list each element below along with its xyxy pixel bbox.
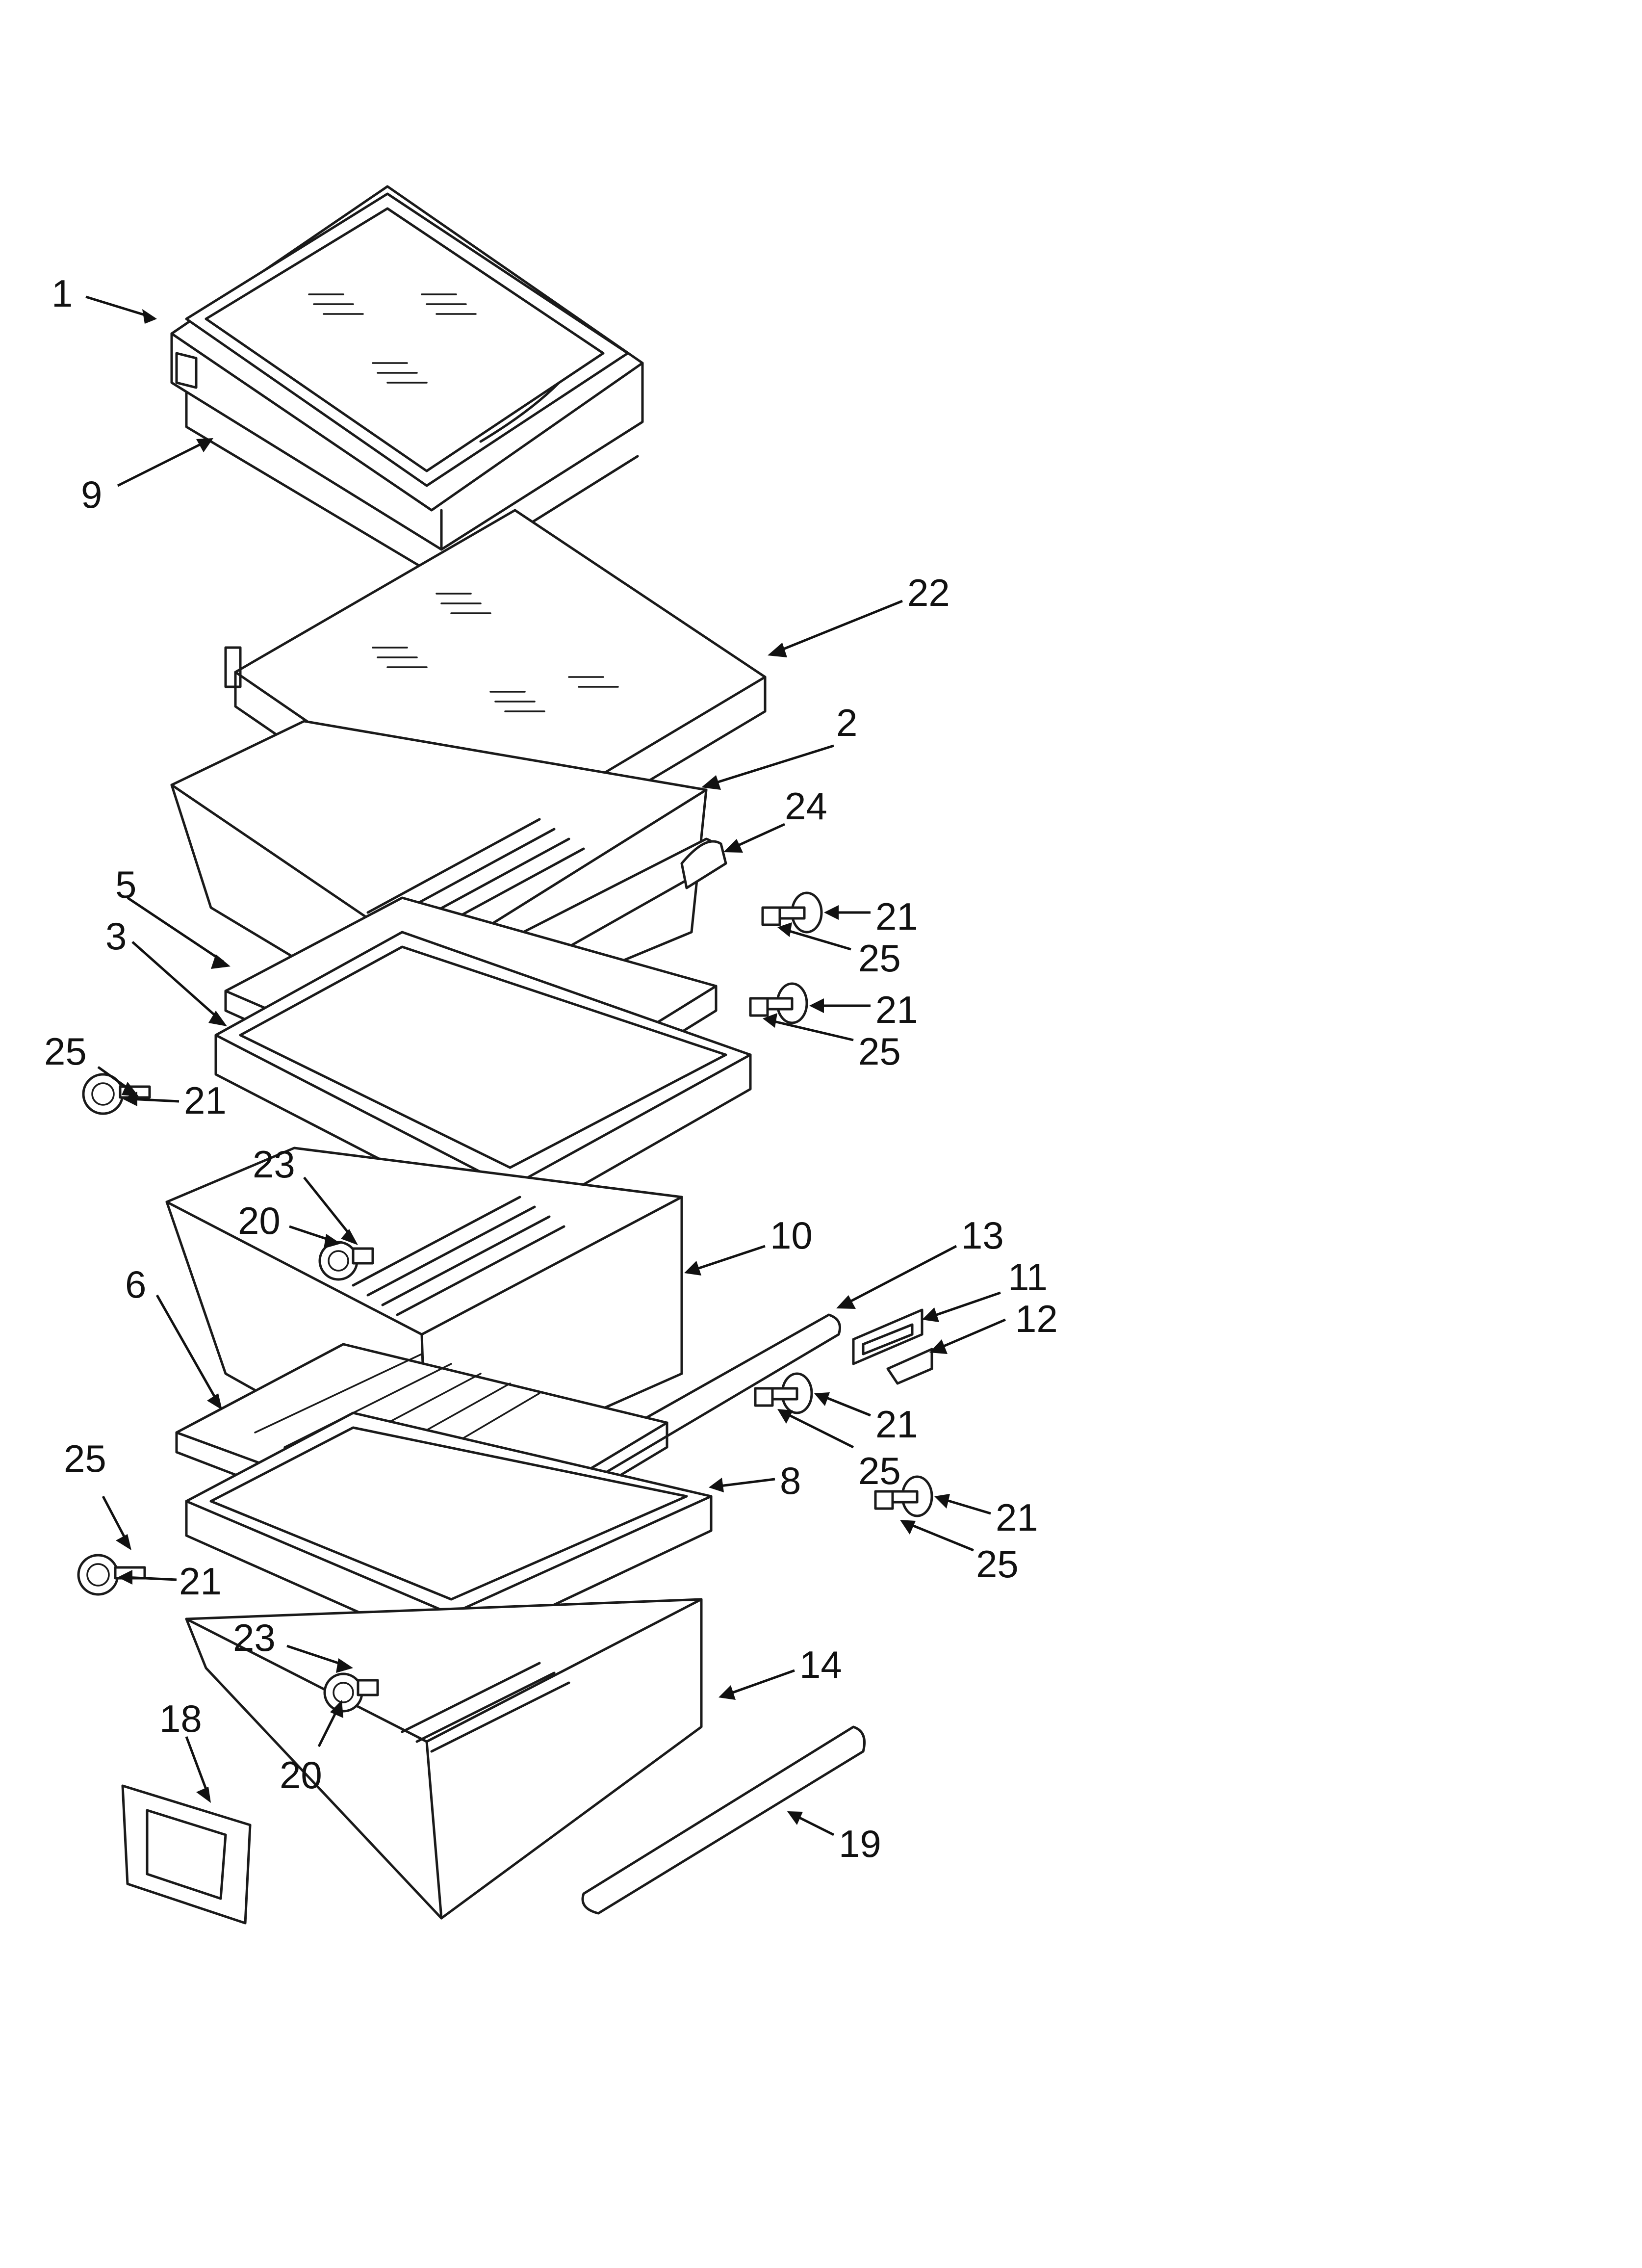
callout-25-e: 25 bbox=[976, 1542, 1019, 1586]
top-shelf-glass bbox=[185, 192, 629, 487]
roller-assembly-right-4 bbox=[874, 1475, 933, 1517]
leader-lines bbox=[85, 295, 1006, 1836]
roller-assembly-right-3 bbox=[754, 1372, 813, 1414]
callout-19: 19 bbox=[839, 1822, 881, 1865]
callout-21-a: 21 bbox=[875, 895, 918, 938]
lower-crisper-pan bbox=[185, 1598, 703, 1920]
callout-5: 5 bbox=[115, 863, 136, 906]
pan-label-card bbox=[121, 1784, 252, 1925]
callout-20-a: 20 bbox=[238, 1199, 281, 1242]
callout-12: 12 bbox=[1015, 1297, 1058, 1340]
callout-18: 18 bbox=[159, 1697, 202, 1740]
callout-25-a: 25 bbox=[858, 937, 901, 980]
callout-10: 10 bbox=[770, 1214, 813, 1257]
callout-25-c: 25 bbox=[44, 1030, 87, 1073]
callout-23-b: 23 bbox=[233, 1616, 276, 1659]
humidity-control-slide bbox=[852, 1308, 924, 1365]
callout-21-d: 21 bbox=[875, 1403, 918, 1446]
callout-1: 1 bbox=[51, 272, 73, 315]
callout-labels: 1 9 22 2 24 5 3 21 25 21 25 25 21 23 20 … bbox=[44, 272, 1058, 1865]
callout-25-f: 25 bbox=[64, 1437, 106, 1480]
roller-assembly-middle-2 bbox=[323, 1672, 379, 1713]
callout-9: 9 bbox=[81, 473, 102, 516]
callout-20-b: 20 bbox=[280, 1753, 322, 1797]
callout-24: 24 bbox=[785, 784, 827, 828]
roller-assembly-middle-1 bbox=[318, 1241, 374, 1281]
roller-assembly-right-2 bbox=[749, 982, 808, 1024]
callout-8: 8 bbox=[780, 1459, 801, 1502]
callout-13: 13 bbox=[961, 1214, 1004, 1257]
callout-25-b: 25 bbox=[858, 1030, 901, 1073]
callout-11: 11 bbox=[1008, 1255, 1048, 1299]
callout-14: 14 bbox=[799, 1643, 842, 1686]
callout-6: 6 bbox=[125, 1263, 146, 1306]
callout-2: 2 bbox=[836, 701, 857, 744]
callout-21-f: 21 bbox=[179, 1560, 222, 1603]
roller-assembly-left-2 bbox=[77, 1554, 146, 1596]
callout-21-e: 21 bbox=[996, 1496, 1038, 1539]
callout-21-c: 21 bbox=[184, 1079, 227, 1122]
callout-25-d: 25 bbox=[858, 1449, 901, 1492]
humidity-control-clip bbox=[886, 1348, 933, 1385]
callout-3: 3 bbox=[105, 914, 127, 958]
callout-22: 22 bbox=[907, 571, 950, 614]
callout-23-a: 23 bbox=[253, 1143, 295, 1186]
upper-pan-cover bbox=[680, 840, 727, 889]
roller-assembly-right-1 bbox=[761, 891, 823, 934]
callout-21-b: 21 bbox=[875, 988, 918, 1031]
lower-pan-trim bbox=[581, 1725, 866, 1915]
